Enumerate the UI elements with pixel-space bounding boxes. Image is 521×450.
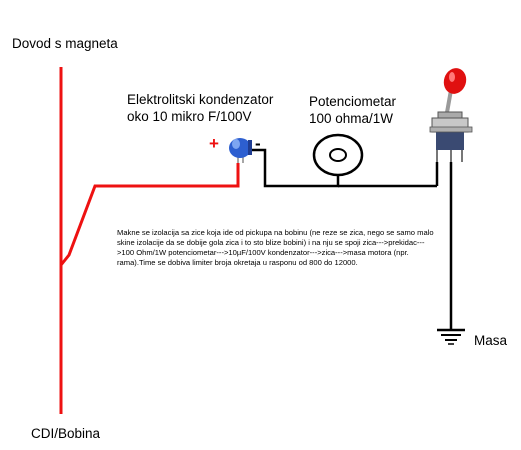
label-ground: Masa: [474, 333, 508, 348]
capacitor-minus-sign: -: [255, 134, 261, 153]
toggle-switch-icon: [429, 68, 473, 162]
label-pot-value: 100 ohma/1W: [309, 111, 394, 126]
label-magneto-input: Dovod s magneta: [12, 36, 118, 51]
label-capacitor-value: oko 10 mikro F/100V: [127, 109, 252, 124]
installation-note: Makne se izolacija sa zice koja ide od p…: [117, 228, 434, 268]
label-capacitor-name: Elektrolitski kondenzator: [127, 92, 274, 107]
capacitor-icon: [229, 138, 252, 163]
label-pot-name: Potenciometar: [309, 94, 397, 109]
potentiometer-icon: [312, 133, 364, 177]
ground-symbol: [437, 328, 465, 345]
wire-capacitor-to-pot: [250, 148, 340, 188]
label-cdi-coil: CDI/Bobina: [31, 426, 101, 441]
capacitor-plus-sign: +: [209, 134, 219, 153]
tap-wire: [59, 163, 240, 266]
